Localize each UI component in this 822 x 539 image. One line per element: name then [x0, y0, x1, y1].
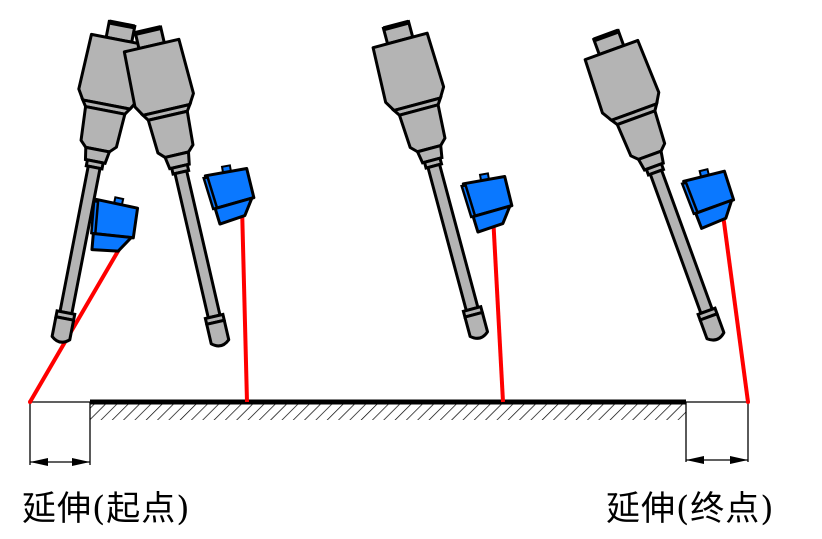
extension-end-label: 延伸(终点): [606, 489, 775, 529]
laser-sensor-icon: [200, 160, 259, 227]
torch-4: [575, 21, 747, 352]
arrow-left-icon: [686, 456, 704, 464]
extension-start-dimension: [29, 401, 91, 466]
laser-sensor-icon: [678, 163, 740, 232]
arrow-left-icon: [30, 458, 48, 466]
extension-end-dimension: [685, 401, 749, 464]
laser-line-1: [28, 244, 123, 404]
arrow-right-icon: [730, 456, 748, 464]
workpiece: [90, 399, 686, 420]
torch-2: [116, 19, 259, 354]
extension-start-label: 延伸(起点): [22, 489, 191, 529]
laser-sensor-icon: [458, 168, 517, 235]
workpiece-hatch: [90, 403, 686, 420]
laser-line-2: [240, 205, 249, 403]
laser-line-3: [491, 214, 505, 403]
torch-3: [365, 13, 517, 348]
arrow-right-icon: [72, 458, 90, 466]
laser-line-4: [720, 206, 750, 403]
